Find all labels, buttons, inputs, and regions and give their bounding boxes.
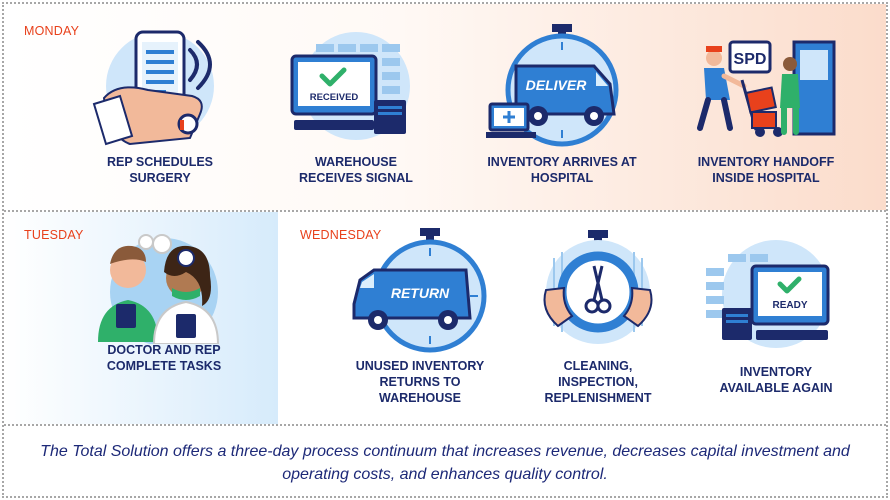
step-cleaning: CLEANING, INSPECTION, REPLENISHMENT (518, 228, 678, 412)
svg-text:READY: READY (772, 300, 807, 311)
step-label: UNUSED INVENTORY RETURNS TO WAREHOUSE (355, 359, 485, 405)
step-inventory-arrives: DELIVER INVENTORY ARRIVES AT HOSPITAL (482, 22, 642, 208)
svg-text:RECEIVED: RECEIVED (310, 92, 359, 103)
svg-text:SPD: SPD (734, 51, 767, 68)
step-inventory-handoff: SPD INVENTORY HANDOFF INSIDE HOSPITAL (686, 28, 846, 208)
step-available-again: READY INVENTORY AVAILABLE AGAIN (696, 228, 856, 404)
step-rep-schedules: REP SCHEDULES SURGERY (80, 28, 240, 208)
day-label-wednesday: WEDNESDAY (300, 228, 382, 242)
delivery-van-stopwatch-icon: DELIVER (486, 24, 619, 147)
step-label: INVENTORY ARRIVES AT HOSPITAL (487, 155, 637, 185)
step-label: CLEANING, INSPECTION, REPLENISHMENT (544, 359, 652, 405)
step-label: DOCTOR AND REP COMPLETE TASKS (106, 343, 222, 373)
step-unused-returns: RETURN UNUSED INVENTORY RETURNS TO WAREH… (340, 226, 500, 412)
svg-text:DELIVER: DELIVER (526, 77, 588, 93)
return-van-stopwatch-icon: RETURN (352, 228, 487, 353)
step-warehouse-receives: RECEIVED WAREHOUSE RECEIVES SIGNAL (276, 28, 436, 208)
smartphone-hand-icon (92, 30, 214, 146)
day-label-tuesday: TUESDAY (24, 228, 84, 242)
day-label-monday: MONDAY (24, 24, 80, 38)
computer-received-icon: RECEIVED (290, 32, 410, 140)
footer-divider (4, 424, 886, 426)
doctor-and-rep-icon (98, 234, 220, 344)
step-label: WAREHOUSE RECEIVES SIGNAL (299, 155, 413, 185)
computer-ready-icon: READY (706, 240, 830, 348)
step-doctor-rep: DOCTOR AND REP COMPLETE TASKS (84, 232, 244, 408)
step-label: INVENTORY HANDOFF INSIDE HOSPITAL (697, 155, 835, 185)
spd-handoff-icon: SPD (697, 40, 836, 137)
footer-statement: The Total Solution offers a three-day pr… (40, 443, 850, 483)
step-label: REP SCHEDULES SURGERY (106, 155, 214, 185)
step-label: INVENTORY AVAILABLE AGAIN (719, 365, 833, 395)
svg-text:RETURN: RETURN (391, 285, 450, 301)
scissors-stopwatch-icon (543, 230, 653, 344)
row-divider (4, 210, 886, 212)
